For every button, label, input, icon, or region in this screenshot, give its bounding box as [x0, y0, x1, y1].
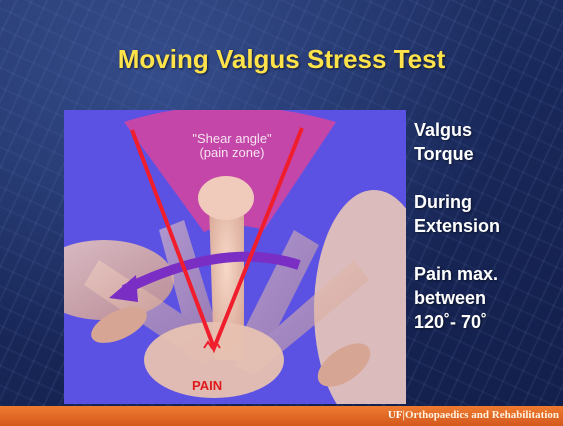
point-line: Valgus	[414, 118, 563, 142]
point-line: Pain max.	[414, 262, 563, 286]
key-points: Valgus Torque During Extension Pain max.…	[414, 118, 563, 358]
footer-department: Orthopaedics and Rehabilitation	[405, 409, 559, 421]
point-line: During	[414, 190, 563, 214]
hand	[198, 176, 254, 220]
moving-valgus-illustration: "Shear angle" (pain zone) PAIN	[64, 110, 406, 404]
zone-label-line1: "Shear angle"	[152, 132, 312, 146]
point-line: between	[414, 286, 563, 310]
point-line: Torque	[414, 142, 563, 166]
zone-label: "Shear angle" (pain zone)	[152, 132, 312, 160]
pain-label: PAIN	[192, 378, 222, 393]
point-line: 120˚- 70˚	[414, 310, 563, 334]
point-valgus-torque: Valgus Torque	[414, 118, 563, 166]
footer-bar: UF|Orthopaedics and Rehabilitation	[0, 406, 563, 426]
point-pain-max: Pain max. between 120˚- 70˚	[414, 262, 563, 334]
zone-label-line2: (pain zone)	[152, 146, 312, 160]
slide-title: Moving Valgus Stress Test	[0, 44, 563, 75]
uf-logo: UF	[388, 409, 403, 421]
footer-brand: UF|Orthopaedics and Rehabilitation	[388, 409, 559, 421]
point-during-extension: During Extension	[414, 190, 563, 238]
point-line: Extension	[414, 214, 563, 238]
